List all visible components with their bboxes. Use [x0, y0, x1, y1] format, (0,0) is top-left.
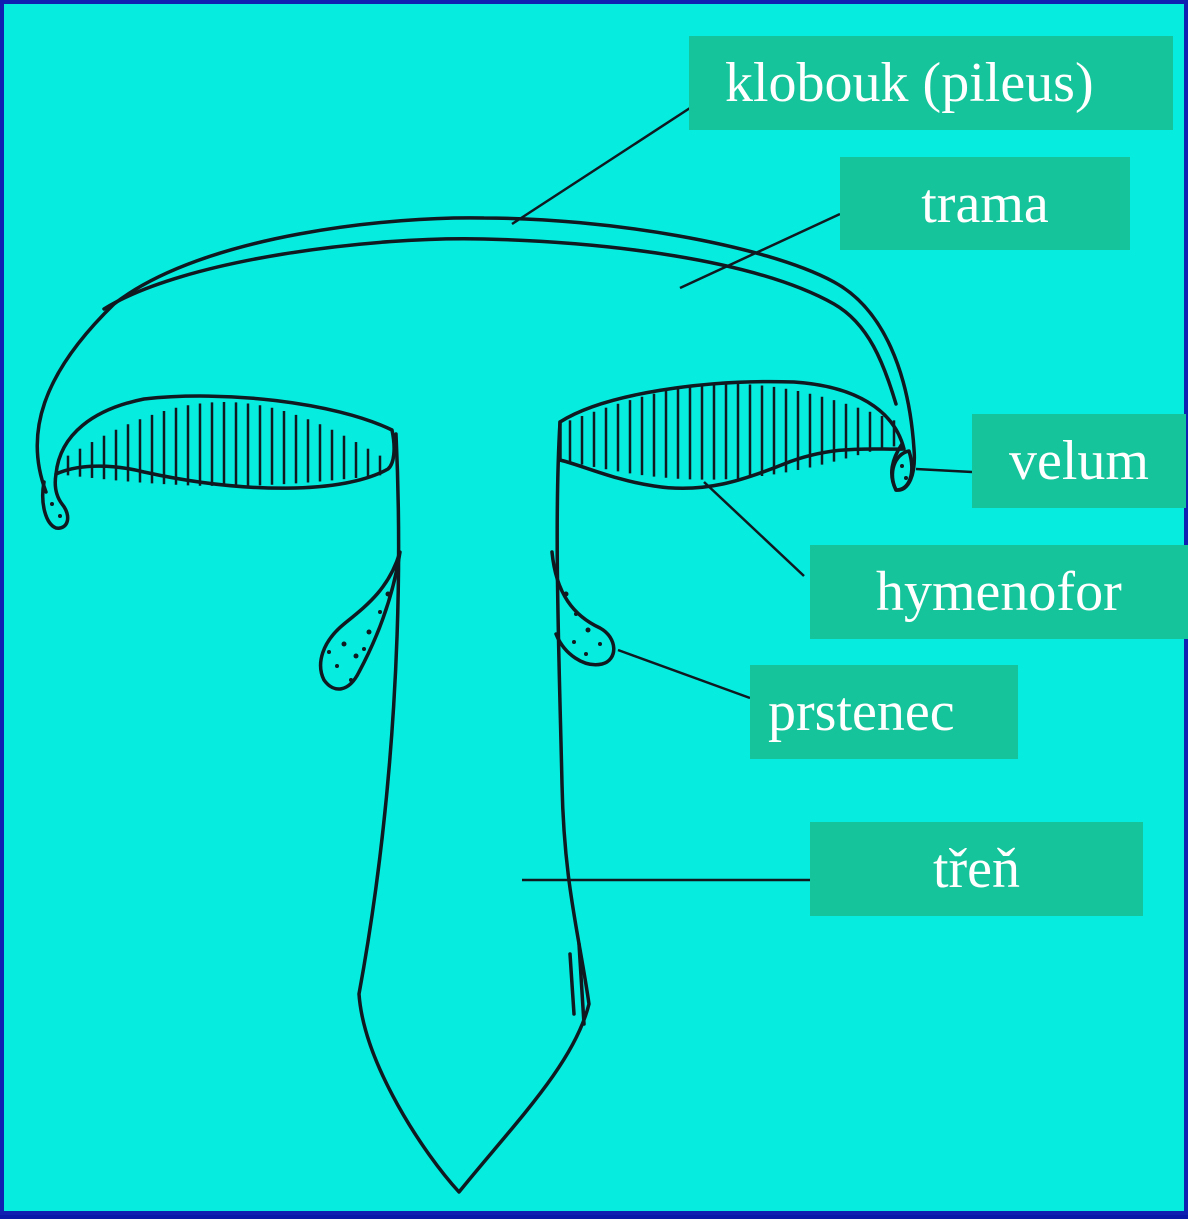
leader-prstenec	[618, 650, 750, 698]
label-trama: trama	[840, 157, 1130, 250]
right-gill-block	[560, 382, 904, 489]
leader-trama	[680, 214, 840, 288]
cap-outline	[37, 218, 914, 492]
label-hymenofor: hymenofor	[810, 545, 1188, 639]
stipe-outline	[359, 422, 589, 1192]
leader-pileus	[512, 108, 690, 224]
label-tren: třeň	[810, 822, 1143, 916]
leader-hymenofor	[704, 482, 804, 576]
cap-inner-line	[104, 239, 896, 404]
label-pileus: klobouk (pileus)	[689, 36, 1173, 130]
label-velum: velum	[972, 414, 1186, 508]
left-velum-hook	[43, 474, 68, 528]
left-ring	[321, 552, 400, 689]
ring-stipple	[50, 464, 908, 682]
label-prstenec: prstenec	[750, 665, 1018, 759]
right-ring	[552, 552, 614, 665]
leader-velum	[916, 469, 972, 472]
